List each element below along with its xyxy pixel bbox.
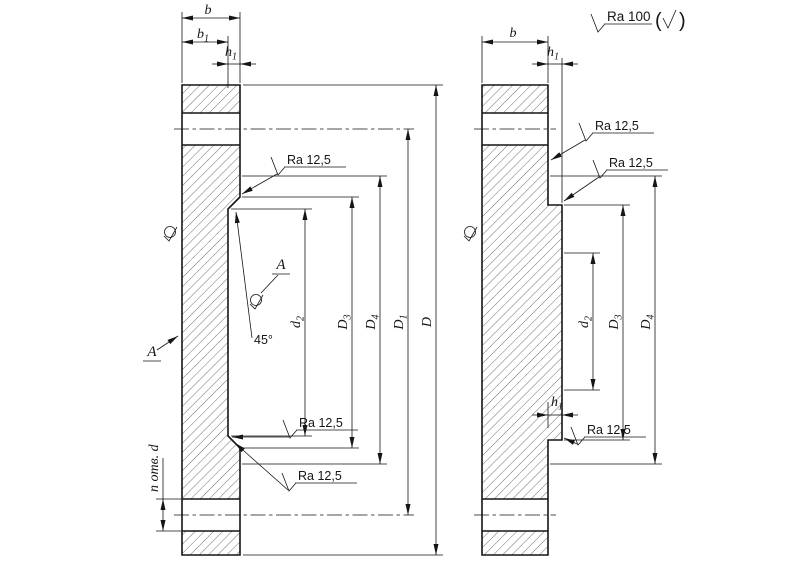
dimension-h1-left: h1	[212, 45, 256, 67]
right-flange-view: b h1 d2 D3 D4	[463, 26, 668, 556]
ra-value: Ra 12,5	[298, 469, 342, 483]
right-bolt-circle-centerline	[474, 128, 556, 516]
dimension-D-left: D	[243, 84, 443, 556]
roughness-label-right-1: Ra 12,5	[550, 119, 654, 161]
left-flange-view: b b1 h1 d2 D3 D4	[143, 3, 443, 556]
dim-label-b-right: b	[510, 26, 517, 41]
paren-open: (	[655, 10, 662, 32]
ra-value: Ra 12,5	[595, 119, 639, 133]
right-bolt-hole-edges	[482, 112, 548, 532]
dimension-h1-right-top: h1	[532, 45, 578, 67]
ra-value: Ra 12,5	[609, 156, 653, 170]
surface-A-label: A	[146, 344, 157, 360]
dim-label-D4-right: D4	[639, 314, 657, 330]
surface-mark-A-bottom: A	[143, 335, 179, 362]
dim-label-D3-left: D3	[336, 314, 354, 330]
ra-value: Ra 12,5	[299, 416, 343, 430]
dimension-D3-right: D3	[564, 204, 630, 441]
right-section-hatch	[482, 85, 562, 555]
left-bolt-hole-edges	[182, 112, 240, 532]
left-bolt-circle-centerline	[174, 128, 414, 516]
machining-sign-icon	[250, 294, 262, 306]
machining-sign-icon	[164, 226, 176, 238]
dimension-b-left: b	[182, 3, 240, 21]
chamfer-angle-label: 45°	[254, 333, 273, 347]
dim-label-d2-left: d2	[289, 316, 307, 328]
left-section-hatch	[182, 85, 240, 555]
general-roughness-note: Ra 100 ( )	[590, 9, 686, 33]
dim-label-d2-right: d2	[577, 316, 595, 328]
dimension-D4-left: D4	[242, 175, 387, 465]
machining-sign-right-face	[463, 226, 478, 242]
left-flange-outline	[181, 84, 241, 556]
dimension-b1-left: b1	[182, 27, 228, 45]
dim-label-h1-left: h1	[225, 45, 237, 63]
dimension-d2-right: d2	[564, 252, 600, 391]
dimension-D4-right: D4	[550, 175, 662, 465]
dim-label-D1-left: D1	[392, 314, 410, 330]
dim-label-b-left: b	[205, 3, 212, 18]
surface-A-label: A	[275, 257, 286, 273]
dim-label-D3-right: D3	[607, 314, 625, 330]
left-top-extension-lines	[181, 12, 241, 88]
roughness-label-left-2: Ra 12,5	[232, 416, 358, 440]
holes-note-label: n отв. d	[147, 443, 162, 492]
general-ra-value: Ra 100	[607, 9, 651, 24]
roughness-check-icon	[590, 13, 605, 33]
dim-label-D-left: D	[420, 317, 435, 328]
roughness-label-left-1: Ra 12,5	[241, 153, 346, 195]
right-flange-outline	[481, 84, 563, 556]
machining-sign-icon	[464, 226, 476, 238]
dimension-h1-right-bottom: h1	[532, 395, 578, 428]
ra-value: Ra 12,5	[587, 423, 631, 437]
dimension-D3-left: D3	[242, 196, 359, 449]
chamfer-angle-note: 45°	[234, 211, 273, 347]
dimension-d2-left: d2	[231, 208, 312, 437]
machining-sign-left-face	[163, 226, 178, 242]
roughness-label-right-2: Ra 12,5	[563, 156, 668, 202]
roughness-label-left-3: Ra 12,5	[234, 442, 357, 492]
dimension-bolt-holes: n отв. d	[147, 443, 181, 532]
dimension-b-right: b	[482, 26, 548, 45]
dim-label-D4-left: D4	[364, 314, 382, 330]
roughness-label-right-3: Ra 12,5	[563, 423, 646, 446]
surface-mark-A-top: A	[249, 257, 290, 310]
dimension-D1-left: D1	[392, 129, 411, 515]
dim-label-h1-right-bottom: h1	[551, 395, 563, 413]
paren-close: )	[679, 10, 686, 32]
ra-value: Ra 12,5	[287, 153, 331, 167]
dim-label-b1-left: b1	[197, 27, 209, 45]
small-check-icon	[662, 9, 677, 29]
dim-label-h1-right-top: h1	[547, 45, 559, 63]
